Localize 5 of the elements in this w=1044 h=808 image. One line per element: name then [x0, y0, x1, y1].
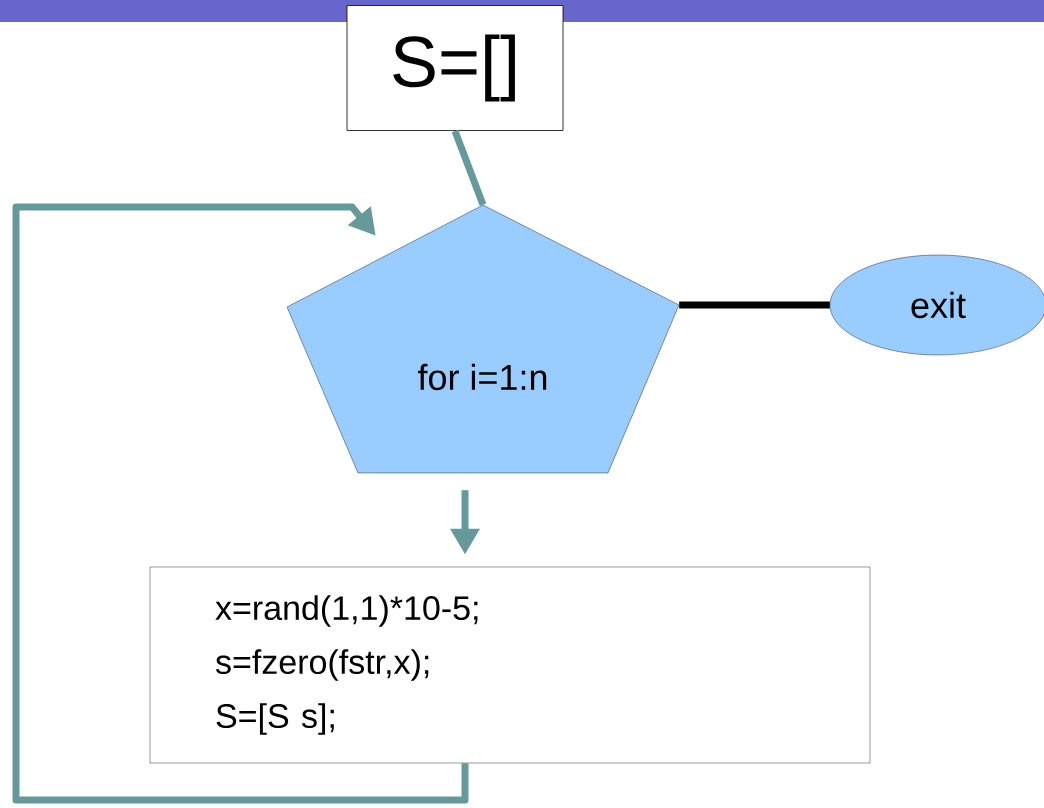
- loop-pentagon: for i=1:n: [286, 204, 680, 474]
- process-box: x=rand(1,1)*10-5; s=fzero(fstr,x); S=[S s];: [149, 566, 871, 764]
- connector: [451, 129, 487, 207]
- connector: [12, 203, 469, 804]
- process-box: S=[]: [346, 5, 564, 131]
